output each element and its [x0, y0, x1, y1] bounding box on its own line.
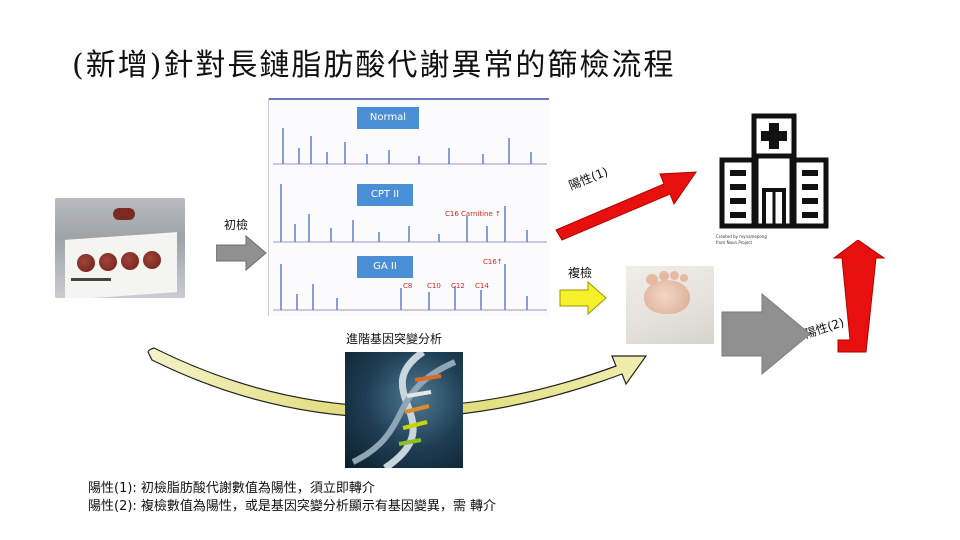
peak-c12-label: C12	[451, 282, 465, 290]
retest-label: 複檢	[568, 266, 593, 280]
hospital-icon	[719, 113, 829, 229]
normal-tag: Normal	[357, 107, 419, 129]
baby-foot-image	[626, 266, 714, 344]
hospital-icon-credit: Created by mynamepong from Noun Project	[716, 234, 767, 245]
note-positive-2: 陽性(2): 複檢數值為陽性，或是基因突變分析顯示有基因變異，需 轉介	[88, 499, 497, 514]
c16-carnitine-annotation: C16 Carnitine ↑	[445, 210, 501, 218]
c16-annotation: C16↑	[483, 258, 503, 266]
page-title: (新增)針對長鏈脂肪酸代謝異常的篩檢流程	[72, 48, 676, 83]
curved-arrow-gene-analysis	[147, 347, 648, 419]
cpt2-tag: CPT II	[357, 184, 413, 206]
chromatogram-traces	[273, 128, 547, 311]
peak-c8-label: C8	[403, 282, 413, 290]
notes: 陽性(1): 初檢脂肪酸代謝數值為陽性，須立即轉介 陽性(2): 複檢數值為陽性…	[88, 480, 496, 516]
gray-arrow-to-chromatogram	[216, 234, 267, 272]
blood-card-image	[55, 198, 185, 298]
ga2-tag: GA II	[357, 256, 413, 278]
gene-analysis-label: 進階基因突變分析	[346, 332, 443, 346]
note-positive-1: 陽性(1): 初檢脂肪酸代謝數值為陽性，須立即轉介	[88, 481, 375, 496]
peak-c14-label: C14	[475, 282, 489, 290]
red-arrow-up-to-hospital	[832, 240, 886, 353]
red-arrow-to-hospital	[555, 171, 697, 241]
chromatogram-panel: Normal CPT II C16 Carnitine ↑ GA II C16↑…	[268, 98, 550, 316]
dna-image	[345, 352, 463, 468]
yellow-arrow-to-retest	[559, 280, 607, 316]
initial-screen-label: 初檢	[224, 218, 249, 232]
peak-c10-label: C10	[427, 282, 441, 290]
gray-arrow-to-hospital	[721, 292, 811, 376]
